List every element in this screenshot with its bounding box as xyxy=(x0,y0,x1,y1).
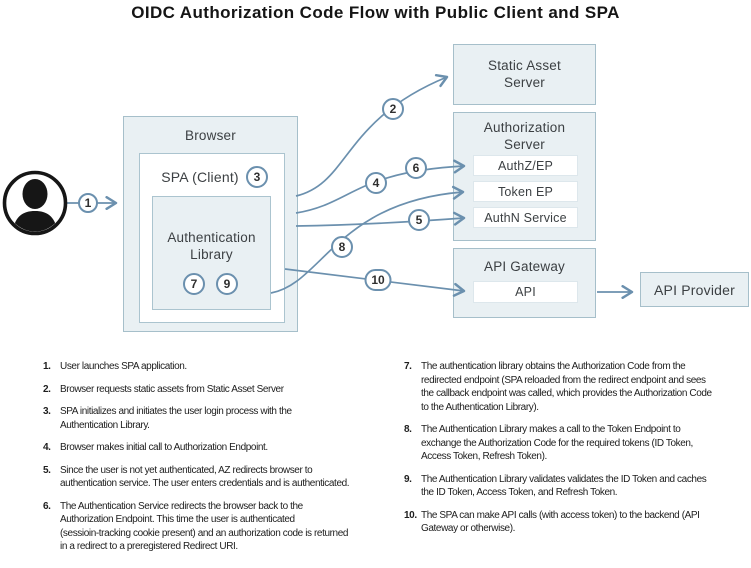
list-item: 4. Browser makes initial call to Authoriz… xyxy=(43,441,373,455)
page-title: OIDC Authorization Code Flow with Public… xyxy=(131,3,620,22)
step-badge-7: 7 xyxy=(183,273,205,295)
step-badge-4: 4 xyxy=(365,172,387,194)
list-item: 2. Browser requests static assets from St… xyxy=(43,383,373,397)
api-gateway-label: API Gateway xyxy=(484,259,565,274)
authorization-server-label: Authorization Server xyxy=(483,120,566,152)
step-number: 2. xyxy=(43,383,51,395)
arrow-5-browser-to-authn-service xyxy=(295,211,466,227)
step-text: Browser makes initial call to Authorizat… xyxy=(60,442,268,453)
list-item: 9. The Authentication Library validates v… xyxy=(404,473,748,500)
step-badge-10: 10 xyxy=(364,269,392,291)
list-item: 5. Since the user is not yet authenticate… xyxy=(43,464,373,491)
step-number: 3. xyxy=(43,406,51,417)
step-number: 7. xyxy=(404,361,412,372)
static-asset-server-label: Static Asset Server xyxy=(488,58,561,90)
step-number: 10. xyxy=(404,509,417,521)
api-box: API xyxy=(473,281,578,303)
steps-list-left: 1. User launches SPA application. 2. Brows… xyxy=(43,360,373,563)
step-badge-3: 3 xyxy=(246,166,268,188)
list-item: 8. The Authentication Library makes a cal… xyxy=(404,423,748,464)
authn-service-box: AuthN Service xyxy=(473,207,578,228)
step-badge-5: 5 xyxy=(408,209,430,231)
step-number: 1. xyxy=(43,361,51,372)
step-badge-2: 2 xyxy=(382,98,404,120)
step-number: 6. xyxy=(43,500,51,512)
authentication-library-label: Authentication Library xyxy=(167,230,256,262)
step-text: Since the user is not yet authenticated,… xyxy=(60,464,350,490)
list-item: 1. User launches SPA application. xyxy=(43,360,373,374)
authz-endpoint-box: AuthZ/EP xyxy=(473,155,578,176)
step-text: SPA initializes and initiates the user l… xyxy=(60,406,292,431)
step-text: The authentication library obtains the A… xyxy=(421,361,712,413)
step-badge-6: 6 xyxy=(405,157,427,179)
step-text: The SPA can make API calls (with access … xyxy=(421,509,700,535)
list-item: 6. The Authentication Service redirects t… xyxy=(43,500,373,554)
list-item: 10. The SPA can make API calls (with acce… xyxy=(404,509,748,536)
token-endpoint-box: Token EP xyxy=(473,181,578,202)
list-item: 7. The authentication library obtains the… xyxy=(404,360,748,414)
step-number: 9. xyxy=(404,473,412,485)
browser-label: Browser xyxy=(185,128,236,143)
spa-client-label: SPA (Client) xyxy=(161,169,239,185)
list-item: 3. SPA initializes and initiates the user… xyxy=(43,405,373,432)
step-number: 5. xyxy=(43,464,51,476)
user-icon xyxy=(2,170,68,236)
step-badge-8: 8 xyxy=(331,236,353,258)
step-text: The Authentication Library validates val… xyxy=(421,473,707,499)
authentication-library-box xyxy=(152,196,271,310)
step-badge-9: 9 xyxy=(216,273,238,295)
step-text: Browser requests static assets from Stat… xyxy=(60,383,284,395)
step-badge-1: 1 xyxy=(78,193,98,213)
steps-list-right: 7. The authentication library obtains the… xyxy=(404,360,748,545)
step-number: 4. xyxy=(43,442,51,453)
step-text: User launches SPA application. xyxy=(60,361,187,372)
step-text: The Authentication Library makes a call … xyxy=(421,424,693,462)
step-number: 8. xyxy=(404,424,412,435)
step-text: The Authentication Service redirects the… xyxy=(60,500,349,553)
api-provider-box: API Provider xyxy=(640,272,749,307)
static-asset-server-box xyxy=(453,44,596,105)
